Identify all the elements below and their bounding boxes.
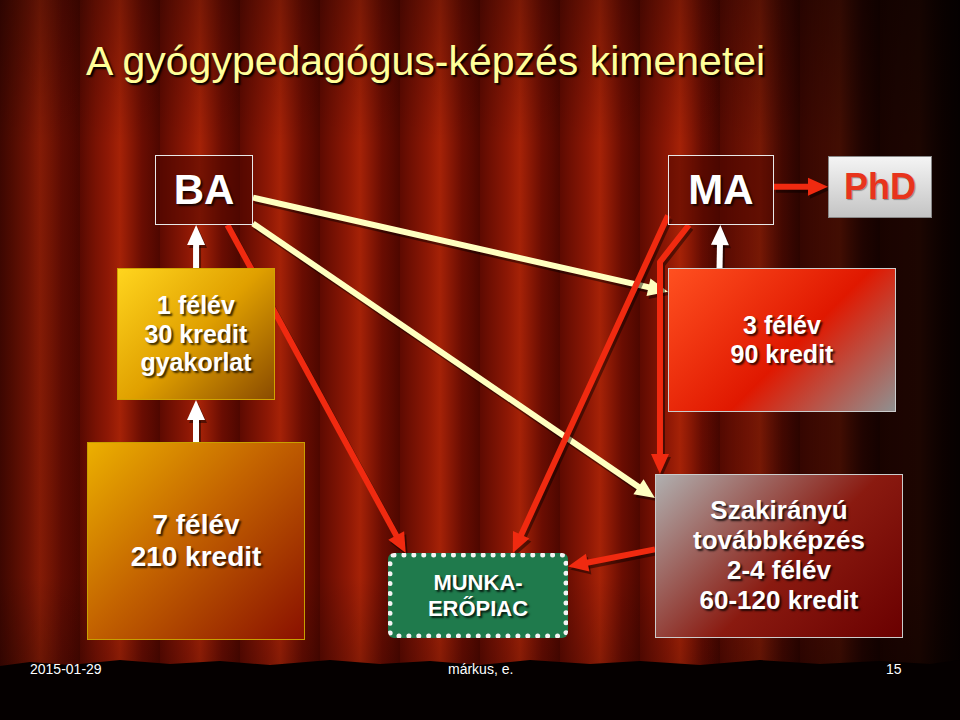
node-text: 1 félév 30 kredit gyakorlat [140, 291, 251, 377]
connector-main-group [253, 198, 668, 296]
connector-main-group [513, 216, 668, 553]
connector-main-group [187, 225, 205, 268]
text-line: Szakirányú [693, 496, 865, 526]
text-line: ERŐPIAC [428, 596, 528, 621]
text-line: BA [174, 166, 235, 214]
connector-line [520, 216, 668, 537]
degree-box: BA [155, 155, 253, 225]
date-label: 2015-01-29 [30, 661, 102, 677]
text-line: 3 félév [731, 311, 834, 340]
ba-study-box: 7 félév 210 kredit [87, 442, 305, 640]
node-text: BA [174, 166, 235, 214]
text-line: gyakorlat [140, 348, 251, 377]
connector-arrow [568, 549, 657, 574]
text-line: 1 félév [140, 291, 251, 320]
text-line: MUNKA- [428, 570, 528, 595]
connector-arrow [711, 225, 731, 271]
node-text: 3 félév 90 kredit [731, 311, 834, 369]
connector-line [586, 549, 655, 563]
arrow-head [711, 225, 729, 245]
text-line: PhD [844, 166, 916, 207]
text-line: 60-120 kredit [693, 586, 865, 616]
ma-study-box: 3 félév 90 kredit [668, 268, 896, 412]
connector-main-group [187, 400, 205, 442]
arrow-head [187, 225, 205, 245]
node-text: MUNKA- ERŐPIAC [428, 570, 528, 621]
node-text: Szakirányú továbbképzés 2-4 félév 60-120… [693, 496, 865, 616]
node-text: PhD [844, 166, 916, 207]
practice-box: 1 félév 30 kredit gyakorlat [117, 268, 275, 400]
connector-main-group [774, 178, 828, 196]
connector-line [774, 184, 810, 190]
connector-line [717, 243, 723, 268]
text-line: továbbképzés [693, 526, 865, 556]
author-label: márkus, e. [448, 661, 513, 677]
degree-box: PhD [828, 156, 932, 218]
floor-shape [0, 660, 960, 720]
connector-line [193, 243, 199, 268]
further-training-box: Szakirányú továbbképzés 2-4 félév 60-120… [655, 474, 903, 638]
connector-arrow [253, 198, 670, 299]
text-line: 2-4 félév [693, 556, 865, 586]
text-line: 30 kredit [140, 320, 251, 349]
connector-main-group [711, 225, 729, 268]
connector-line [193, 418, 199, 442]
arrow-head [651, 454, 669, 474]
connector-main-group [253, 223, 655, 498]
node-text: MA [688, 166, 753, 214]
degree-box: MA [668, 155, 774, 225]
connector-shadow-group [776, 181, 830, 199]
connector-arrow [774, 178, 830, 199]
text-line: MA [688, 166, 753, 214]
connector-shadow [522, 219, 670, 540]
connector-arrow [187, 400, 207, 445]
arrow-head [808, 178, 828, 196]
page-number: 15 [886, 661, 902, 677]
connector-shadow-group [515, 219, 670, 556]
connector-arrow [253, 223, 657, 501]
connector-line [253, 223, 640, 487]
connector-main-group [568, 549, 655, 571]
text-line: 90 kredit [731, 340, 834, 369]
connector-line [253, 198, 650, 288]
labour-market-box: MUNKA- ERŐPIAC [388, 553, 568, 638]
connector-arrow [187, 225, 207, 271]
node-text: 7 félév 210 kredit [131, 509, 262, 573]
connector-shadow-group [255, 201, 670, 299]
text-line: 7 félév [131, 509, 262, 541]
arrow-head [187, 400, 205, 420]
connector-arrow [513, 216, 670, 556]
text-line: 210 kredit [131, 541, 262, 573]
slide-title: A gyógypedagógus-képzés kimenetei [86, 38, 765, 85]
